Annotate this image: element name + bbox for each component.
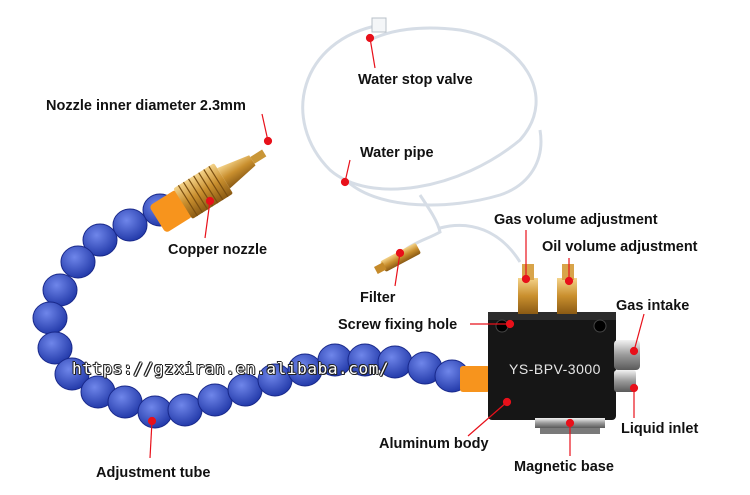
label-nozzle-diameter: Nozzle inner diameter 2.3mm xyxy=(46,98,246,114)
model-number-print: YS-BPV-3000 xyxy=(509,361,601,377)
tube-segment xyxy=(197,383,233,417)
label-gas-volume: Gas volume adjustment xyxy=(494,212,658,228)
label-aluminum-body: Aluminum body xyxy=(379,436,489,452)
tube-segment xyxy=(167,393,203,427)
tube-segment xyxy=(107,385,143,419)
label-liquid-inlet: Liquid inlet xyxy=(621,421,699,437)
annotation-markers xyxy=(147,33,645,459)
tube-segment xyxy=(37,331,73,365)
label-oil-volume: Oil volume adjustment xyxy=(542,239,698,255)
tube-segment xyxy=(54,357,90,391)
adjustment-tube xyxy=(32,193,470,429)
aluminum-body xyxy=(460,264,640,434)
tube-segment xyxy=(112,208,148,242)
watermark-url: https://gzxiran.en.alibaba.com/ xyxy=(72,359,390,378)
tube-segment xyxy=(227,373,263,407)
label-copper-nozzle: Copper nozzle xyxy=(168,242,268,258)
tube-segment xyxy=(32,301,68,335)
label-screw-hole: Screw fixing hole xyxy=(338,317,458,333)
water-pipe xyxy=(301,23,543,263)
label-water-pipe: Water pipe xyxy=(360,145,434,161)
water-stop-valve-clip xyxy=(371,17,387,33)
label-water-stop-valve: Water stop valve xyxy=(358,72,473,88)
filter xyxy=(373,243,421,275)
copper-nozzle xyxy=(150,149,267,232)
label-magnetic-base: Magnetic base xyxy=(514,459,614,475)
tube-segment xyxy=(60,245,96,279)
label-adjustment-tube: Adjustment tube xyxy=(96,465,211,481)
tube-segment xyxy=(82,223,118,257)
label-gas-intake: Gas intake xyxy=(616,298,690,314)
tube-segment xyxy=(42,273,78,307)
label-filter: Filter xyxy=(360,290,396,306)
